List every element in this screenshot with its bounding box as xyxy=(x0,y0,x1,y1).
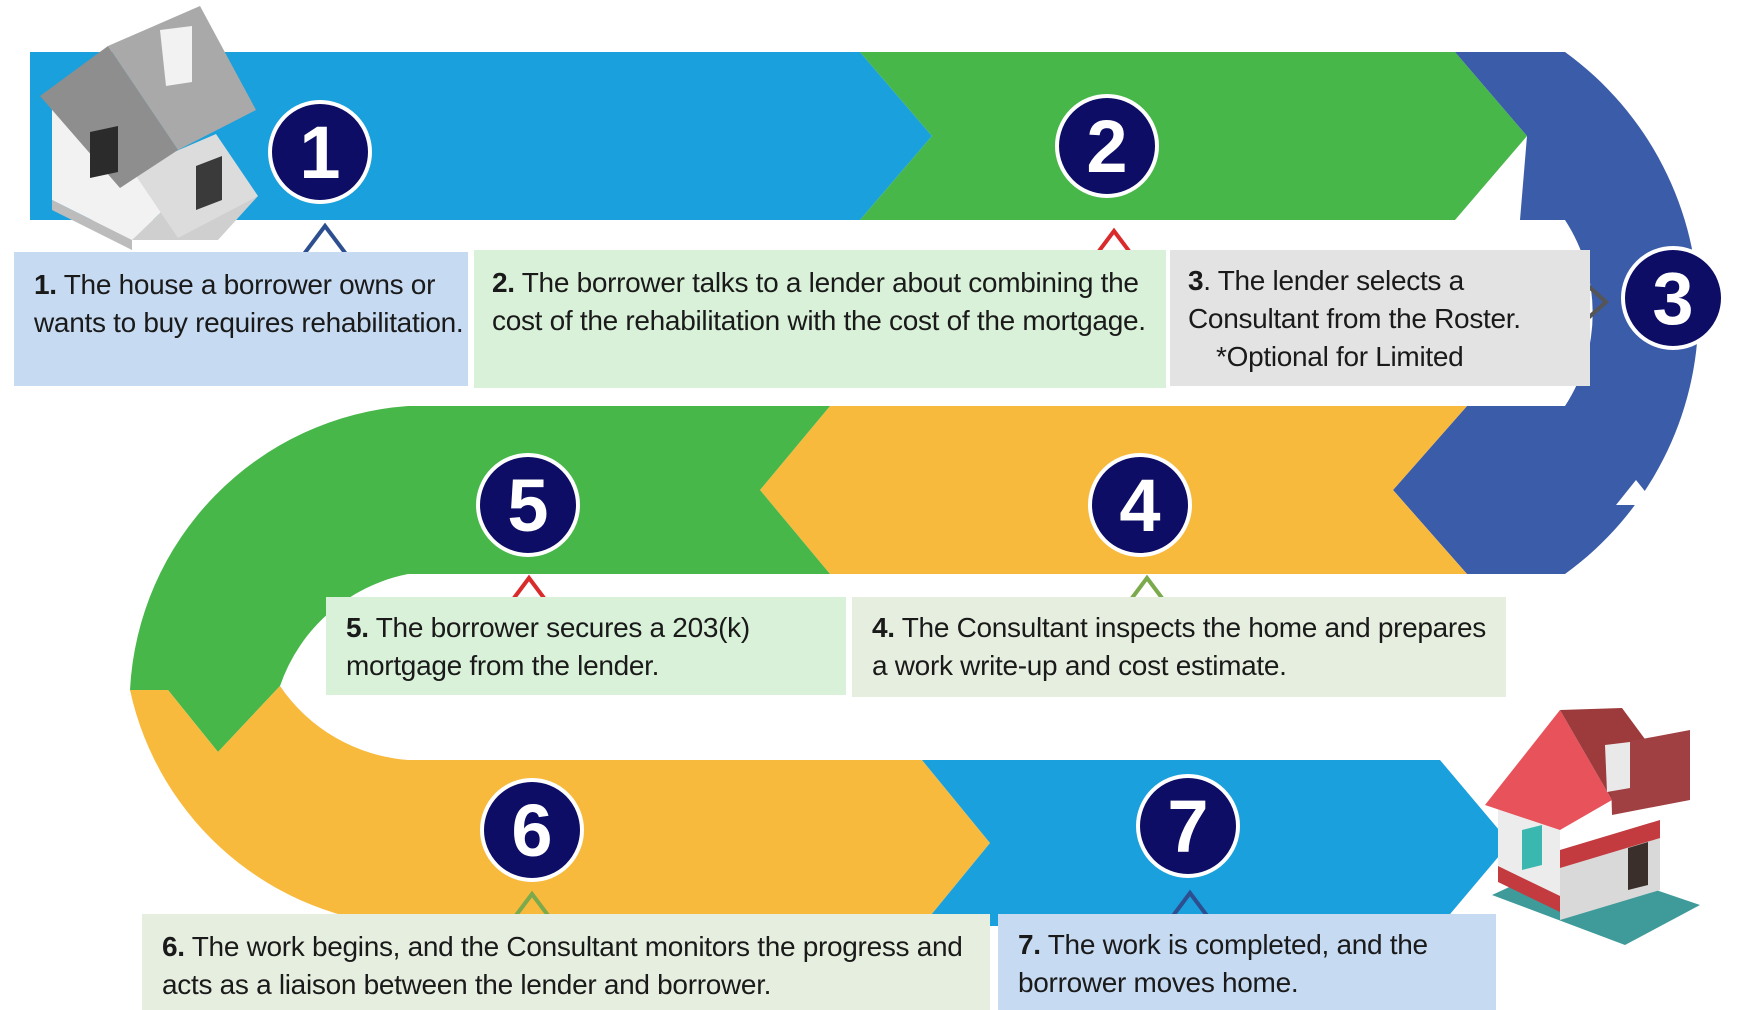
step-2-description: 2. The borrower talks to a lender about … xyxy=(474,250,1166,388)
step-6-description: 6. The work begins, and the Consultant m… xyxy=(142,914,990,1010)
step-1-number: 1 xyxy=(299,111,340,194)
step-3-number: 3 xyxy=(1652,257,1693,340)
house-finish-icon xyxy=(1485,708,1700,945)
triangle-marker-icon xyxy=(300,222,350,256)
band-step-1 xyxy=(30,52,932,220)
step-7-badge: 7 xyxy=(1136,774,1240,878)
house-start-icon xyxy=(40,6,258,250)
step-3-badge: 3 xyxy=(1621,246,1725,350)
step-2-badge: 2 xyxy=(1055,94,1159,198)
step-2-number: 2 xyxy=(1086,105,1127,188)
step-5-number: 5 xyxy=(507,464,548,547)
step-7-number: 7 xyxy=(1167,785,1208,868)
step-4-number: 4 xyxy=(1119,464,1160,547)
triangle-marker-icon xyxy=(1616,480,1656,505)
step-4-description: 4. The Consultant inspects the home and … xyxy=(852,597,1506,697)
band-step-5 xyxy=(130,406,830,752)
step-4-badge: 4 xyxy=(1088,453,1192,557)
band-step-3 xyxy=(1393,52,1699,574)
step-7-description: 7. The work is completed, and the borrow… xyxy=(998,914,1496,1010)
step-3-description: 3. The lender selects a Consultant from … xyxy=(1170,250,1590,386)
step-1-description: 1. The house a borrower owns or wants to… xyxy=(14,252,468,386)
step-6-number: 6 xyxy=(511,789,552,872)
optional-note: *Optional for Limited xyxy=(1216,341,1464,372)
step-1-badge: 1 xyxy=(268,100,372,204)
band-step-2 xyxy=(860,52,1527,220)
step-6-badge: 6 xyxy=(480,778,584,882)
step-5-badge: 5 xyxy=(476,453,580,557)
step-5-description: 5. The borrower secures a 203(k) mortgag… xyxy=(326,597,846,695)
